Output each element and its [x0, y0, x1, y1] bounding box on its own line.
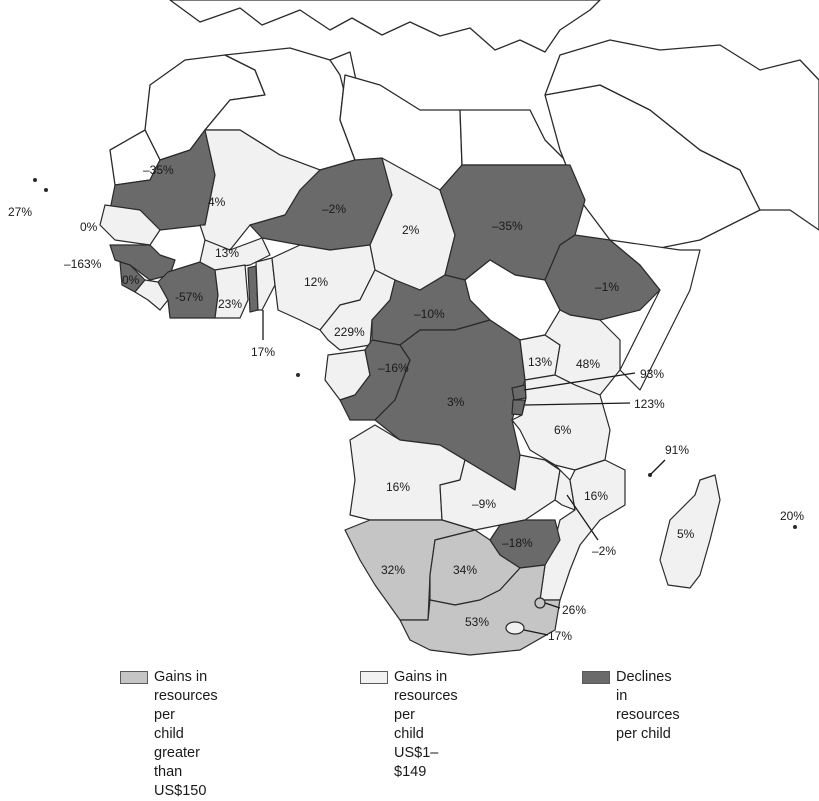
country-somalia	[609, 239, 701, 391]
label-sierra-leone: –163%	[64, 257, 102, 271]
label-kenya: 48%	[576, 357, 600, 371]
label-lesotho: 17%	[548, 629, 572, 643]
legend-label-decline: Declines in resources per child	[616, 669, 680, 742]
label-congo: –16%	[378, 361, 409, 375]
label-nigeria: 12%	[304, 275, 328, 289]
label-zambia: –9%	[472, 497, 496, 511]
island-sao-tome	[296, 373, 300, 377]
country-benin	[255, 257, 276, 311]
legend-swatch-decline	[582, 671, 610, 684]
island-cape-verde-2	[44, 188, 48, 192]
label-senegal: 0%	[80, 220, 98, 234]
label-namibia: 32%	[381, 563, 405, 577]
label-mauritania: –35%	[143, 163, 174, 177]
island-cape-verde-1	[33, 178, 37, 182]
country-madagascar	[659, 474, 721, 589]
country-burkina-faso	[199, 237, 271, 271]
label-mozambique: 16%	[584, 489, 608, 503]
label-tanzania: 6%	[554, 423, 572, 437]
legend-swatch-high-gain	[120, 671, 148, 684]
leader-rwanda	[523, 372, 636, 391]
label-botswana: 34%	[453, 563, 477, 577]
legend-swatch-low-gain	[360, 671, 388, 684]
label-comoros: 91%	[665, 443, 689, 457]
country-tanzania	[511, 374, 611, 471]
label-chad: 2%	[402, 223, 420, 237]
label-car: –10%	[414, 307, 445, 321]
country-lesotho	[505, 621, 525, 635]
label-mali: 4%	[208, 195, 226, 209]
country-swaziland	[534, 597, 546, 609]
label-cameroon: 229%	[334, 325, 365, 339]
country-ghana	[214, 264, 249, 319]
label-ghana: 23%	[218, 297, 242, 311]
country-rwanda	[511, 384, 527, 401]
region-europe-coast	[169, 0, 601, 53]
legend: Gains in resources per child greater tha…	[120, 668, 810, 799]
label-mauritius: 20%	[780, 509, 804, 523]
label-liberia: 0%	[122, 273, 140, 287]
label-burundi: 123%	[634, 397, 665, 411]
region-egypt	[459, 109, 571, 166]
label-swaziland: 26%	[562, 603, 586, 617]
label-sudan: –35%	[492, 219, 523, 233]
label-drc: 3%	[447, 395, 465, 409]
legend-label-low-gain: Gains in resources per child US$1–$149	[394, 669, 458, 780]
leader-swaziland	[544, 602, 561, 609]
island-mauritius	[793, 525, 797, 529]
label-niger: –2%	[322, 202, 346, 216]
leader-burundi	[524, 402, 631, 406]
label-burkina: 13%	[215, 246, 239, 260]
label-cote-divoire: -57%	[175, 290, 203, 304]
legend-label-high-gain: Gains in resources per child greater tha…	[154, 669, 218, 799]
leader-malawi	[566, 494, 599, 541]
label-madagascar: 5%	[677, 527, 695, 541]
label-zimbabwe: –18%	[502, 536, 533, 550]
label-cape-verde: 27%	[8, 205, 32, 219]
label-benin: 17%	[251, 345, 275, 359]
label-malawi: –2%	[592, 544, 616, 558]
country-malawi	[544, 459, 576, 511]
region-middle-east	[544, 39, 819, 231]
africa-map: –35% 4% –2% 2% –35% –1% 27% 0% –163% 0% …	[8, 0, 819, 656]
label-rwanda: 93%	[640, 367, 664, 381]
country-zambia	[439, 454, 561, 531]
leader-comoros	[649, 459, 666, 476]
label-south-africa: 53%	[465, 615, 489, 629]
label-angola: 16%	[386, 480, 410, 494]
leader-lesotho	[523, 629, 549, 636]
label-uganda: 13%	[528, 355, 552, 369]
label-ethiopia: –1%	[595, 280, 619, 294]
